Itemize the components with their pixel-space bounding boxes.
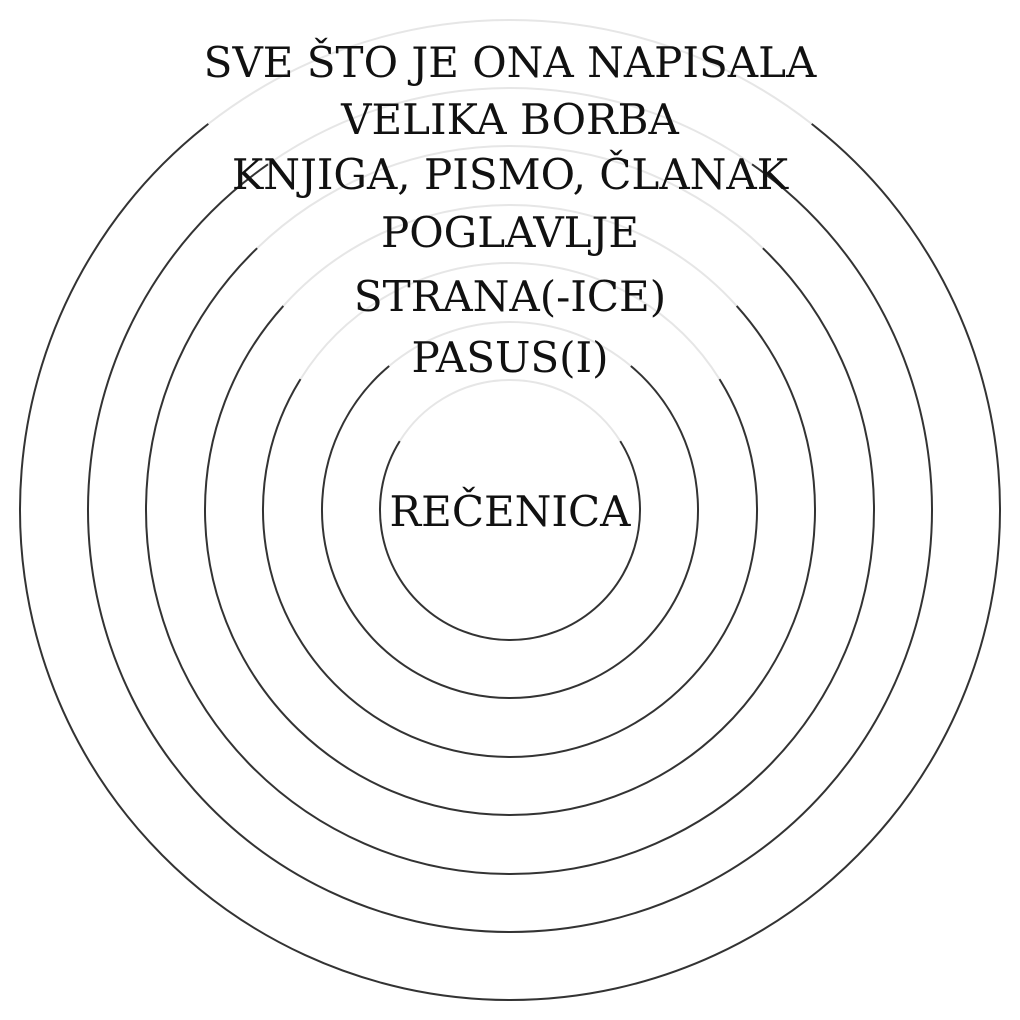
ring-velika-borba (87, 163, 933, 933)
ring-strana (262, 378, 758, 758)
ring-top-arc-knjiga-pismo-clanak (256, 144, 764, 249)
ring-poglavlje (204, 305, 816, 816)
ring-sve-sto-je-ona-napisala (19, 123, 1001, 1002)
ring-knjiga-pismo-clanak (145, 247, 875, 875)
ring-top-arc-pasus (388, 321, 632, 367)
ring-top-arc-poglavlje (282, 204, 738, 307)
ring-top-arc-strana (299, 262, 721, 380)
ring-pasus (321, 365, 699, 699)
ring-top-arc-velika-borba (267, 87, 753, 166)
ring-top-arc-sve-sto-je-ona-napisala (207, 19, 813, 125)
ring-top-arc-recenica (398, 379, 622, 442)
ring-recenica (379, 440, 641, 641)
